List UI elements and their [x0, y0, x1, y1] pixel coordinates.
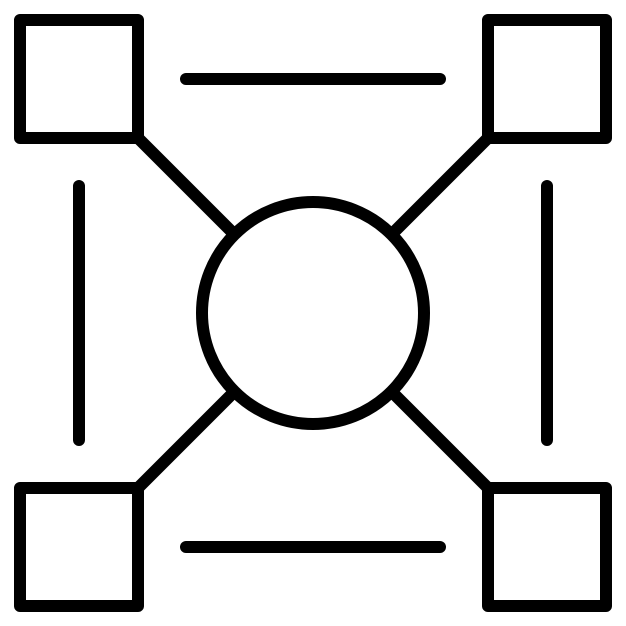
connector-bottom-right	[386, 386, 494, 494]
node-square-bottom-right	[482, 482, 612, 612]
connector-top-left	[132, 132, 240, 240]
connector-bottom-left	[132, 386, 240, 494]
node-square-bottom-left	[14, 482, 144, 612]
hub-circle	[196, 196, 430, 430]
node-square-top-right	[482, 14, 612, 144]
node-square-top-left	[14, 14, 144, 144]
connector-top-right	[386, 132, 494, 240]
